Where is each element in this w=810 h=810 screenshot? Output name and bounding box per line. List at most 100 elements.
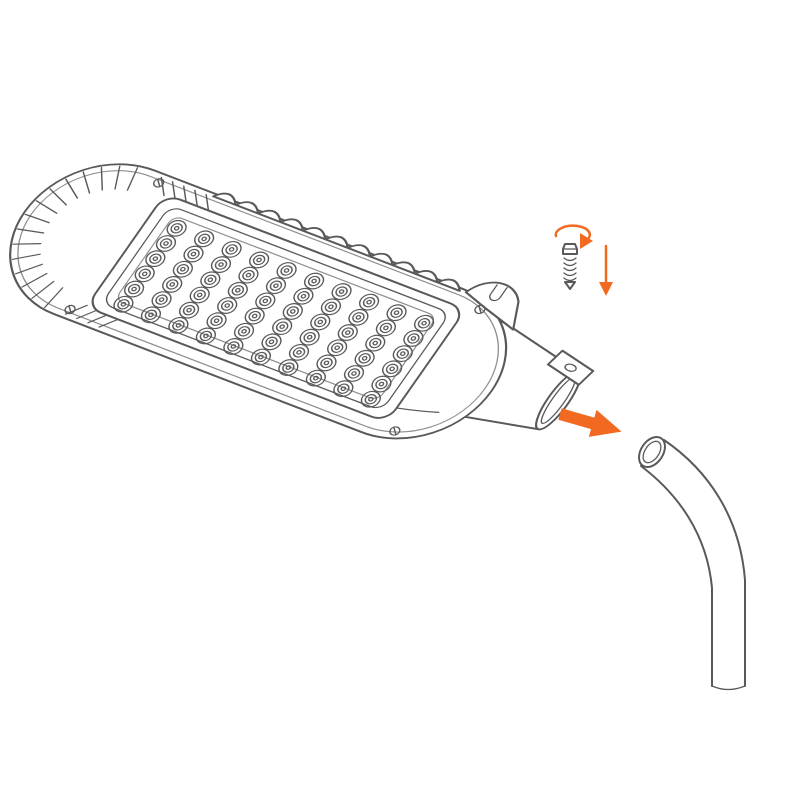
led-lens-dot — [262, 298, 269, 304]
street-light-fixture — [9, 163, 595, 440]
led-lens-inner — [314, 316, 327, 328]
led-lens-inner — [127, 283, 141, 295]
led-lens-dot — [393, 310, 400, 316]
led-lens-dot — [317, 319, 324, 325]
led-lens-dot — [241, 328, 247, 334]
led-lens-outer — [206, 312, 227, 330]
led-lens-dot — [258, 354, 264, 360]
led-lens-inner — [347, 368, 361, 379]
led-lens-dot — [207, 277, 214, 283]
led-lens-dot — [218, 262, 224, 267]
led-lens-outer — [337, 324, 358, 341]
led-lens-outer — [358, 293, 380, 311]
led-lens-outer — [299, 328, 320, 346]
led-lens-outer — [210, 256, 232, 273]
led-lens-outer — [365, 334, 386, 352]
screw-rotation-arrowhead-icon — [580, 233, 593, 249]
led-lens-dot — [203, 333, 209, 339]
led-lens-dot — [163, 241, 169, 246]
corner-screw — [389, 426, 401, 436]
led-lens-outer — [320, 298, 342, 316]
led-lens-outer — [248, 251, 270, 269]
led-lens-outer — [200, 271, 221, 289]
lamp-body-inner-line — [17, 170, 500, 433]
led-lens-dot — [131, 286, 137, 292]
led-lens-dot — [313, 375, 319, 381]
led-lens-outer — [244, 307, 265, 325]
led-lens-dot — [378, 381, 385, 387]
led-window-mid — [105, 208, 446, 409]
fin-line — [11, 253, 41, 260]
led-lens-outer — [392, 345, 413, 363]
corner-screw-slot — [393, 427, 397, 435]
led-lens-inner — [248, 310, 261, 322]
led-lens-inner — [352, 312, 365, 323]
led-lens-dot — [256, 257, 262, 263]
led-lens-dot — [141, 271, 148, 277]
led-lens-dot — [224, 303, 231, 308]
led-lens-inner — [341, 327, 355, 338]
fin-line — [35, 200, 58, 214]
led-lens-inner — [225, 244, 238, 255]
led-lens-inner — [297, 291, 310, 302]
led-lens-inner — [176, 264, 190, 275]
led-grid — [113, 219, 435, 408]
led-lens-inner — [210, 315, 223, 326]
led-lens-inner — [275, 321, 289, 332]
led-lens-dot — [175, 323, 182, 328]
locking-screw-callout — [554, 224, 613, 296]
fin-line — [126, 167, 139, 191]
fin-line — [76, 309, 100, 320]
led-lens-dot — [285, 365, 292, 370]
led-lens-outer — [327, 339, 348, 357]
led-lens-outer — [331, 283, 352, 300]
led-lens-dot — [279, 324, 285, 329]
led-lens-dot — [366, 299, 372, 305]
led-lens-outer — [223, 338, 244, 355]
led-lens-outer — [145, 250, 166, 268]
corner-screw-slot — [68, 305, 72, 314]
led-lens-outer — [217, 297, 238, 314]
led-lens-dot — [283, 268, 290, 273]
led-lens-inner — [220, 300, 234, 311]
led-lens-outer — [265, 277, 287, 295]
led-lens-dot — [389, 366, 395, 372]
led-lens-outer — [310, 313, 331, 331]
pole-mouth-outer — [638, 436, 666, 468]
heat-sink-fins — [11, 165, 210, 328]
led-lens-dot — [235, 287, 241, 293]
led-lens-outer — [305, 369, 326, 387]
led-lens-outer — [272, 318, 293, 336]
led-lens-inner — [337, 383, 350, 394]
led-lens-inner — [149, 253, 162, 264]
screw-boss — [546, 349, 595, 386]
screw-rotation-arrow-icon — [554, 224, 592, 243]
led-lens-inner — [286, 306, 300, 317]
led-lens-dot — [213, 318, 220, 324]
led-lens-inner — [407, 333, 420, 344]
fin-line — [16, 228, 45, 234]
led-lens-outer — [233, 322, 255, 340]
led-lens-outer — [189, 286, 210, 304]
led-lens-outer — [386, 304, 407, 322]
led-lens-inner — [259, 295, 272, 307]
led-lens-outer — [238, 266, 259, 284]
led-lens-dot — [186, 307, 192, 313]
led-lens-outer — [250, 348, 271, 366]
led-lens-dot — [399, 351, 406, 356]
led-lens-dot — [120, 301, 127, 307]
led-window-glass — [117, 217, 434, 399]
led-lens-dot — [300, 293, 307, 299]
led-lens-dot — [152, 256, 159, 262]
led-lens-dot — [344, 330, 351, 335]
corner-screw — [64, 304, 76, 315]
led-lens-dot — [268, 339, 275, 345]
led-lens-outer — [316, 354, 337, 372]
led-lens-inner — [242, 269, 255, 281]
led-lens-dot — [251, 313, 258, 319]
led-lens-outer — [195, 327, 217, 345]
led-lens-inner — [182, 304, 196, 316]
led-lens-dot — [230, 344, 237, 349]
